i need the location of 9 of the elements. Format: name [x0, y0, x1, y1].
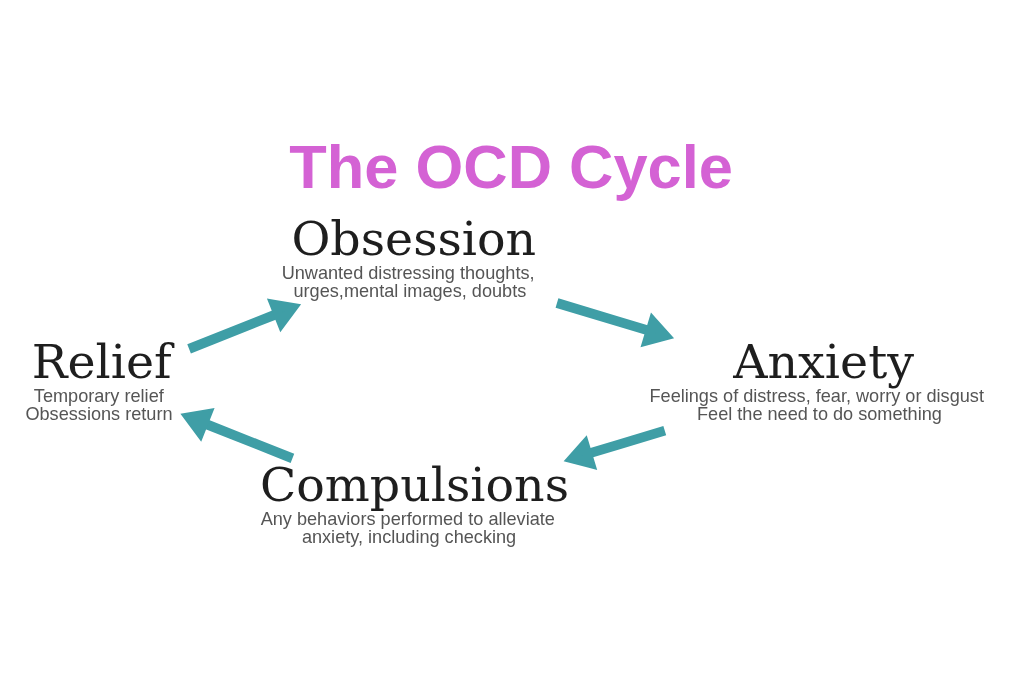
node-text: Anxiety Feelings of distress, fear, worry or disgust Feel the need to do something: [649, 333, 984, 424]
arrow: [187, 297, 302, 353]
node-text: Compulsions Any behaviors performed to alleviate anxiety, including checking: [260, 456, 570, 547]
diagram-title: The OCD Cycle: [289, 131, 733, 201]
node-text: Obsession Unwanted distressing thoughts, urges,mental images, doubts: [281, 210, 537, 301]
arrow: [555, 297, 675, 347]
node-text: Relief Temporary relief Obsessions return: [25, 333, 173, 424]
arrow: [563, 425, 667, 470]
arrow: [180, 407, 295, 463]
